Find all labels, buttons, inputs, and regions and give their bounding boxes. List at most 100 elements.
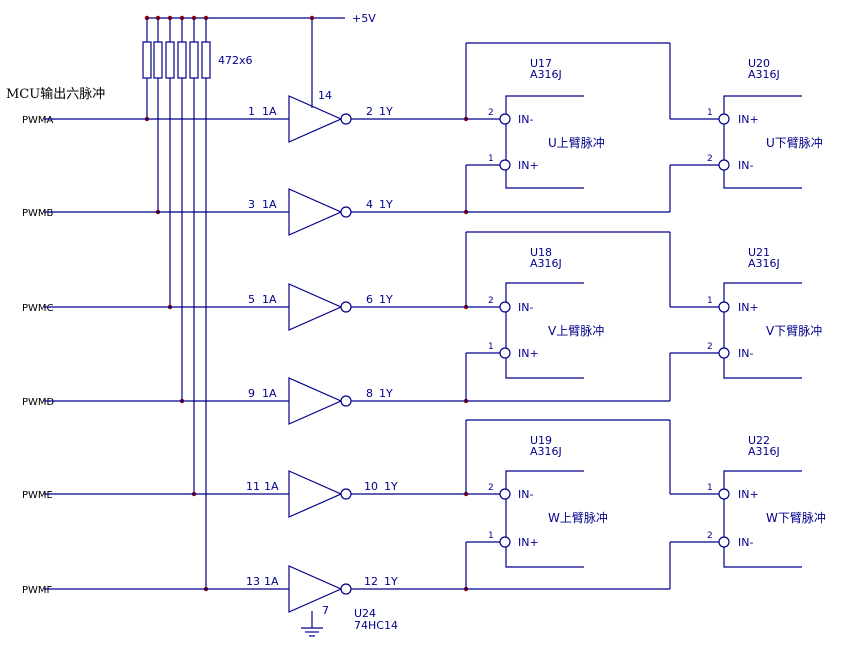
output-pin-label: 1Y bbox=[379, 198, 393, 211]
pin-number: 1 bbox=[488, 154, 494, 164]
output-pin-label: 1Y bbox=[384, 480, 398, 493]
pin-label: IN+ bbox=[518, 536, 539, 549]
lower-pulse-label: U下臂脉冲 bbox=[766, 135, 823, 150]
output-pin-label: 1Y bbox=[379, 387, 393, 400]
pin-number: 1 bbox=[707, 483, 713, 493]
supply-label: +5V bbox=[352, 12, 376, 25]
upper-pulse-label: U上臂脉冲 bbox=[548, 135, 605, 150]
inverter-bubble bbox=[340, 395, 352, 407]
lower-driver-body bbox=[723, 282, 802, 379]
lower-pulse-label: V下臂脉冲 bbox=[766, 323, 822, 338]
upper-driver-part: A316J bbox=[530, 68, 562, 81]
driver-pin-bubble bbox=[499, 301, 511, 313]
driver-pin-bubble bbox=[499, 113, 511, 125]
pin-label: IN+ bbox=[738, 301, 759, 314]
upper-driver-part: A316J bbox=[530, 445, 562, 458]
lower-driver-ref: U20 bbox=[748, 57, 770, 70]
input-pin-number: 9 bbox=[248, 387, 255, 400]
inverter-gate bbox=[288, 565, 343, 613]
pin-number: 2 bbox=[488, 108, 494, 118]
input-pin-label: 1A bbox=[262, 198, 277, 211]
pin-label: IN- bbox=[518, 488, 533, 501]
signal-label: PWMF bbox=[22, 585, 53, 596]
driver-pin-bubble bbox=[499, 536, 511, 548]
pullup-resistor bbox=[165, 41, 175, 79]
upper-driver-part: A316J bbox=[530, 257, 562, 270]
inverter-bubble bbox=[340, 583, 352, 595]
lower-driver-part: A316J bbox=[748, 257, 780, 270]
input-pin-number: 13 bbox=[246, 575, 260, 588]
inverter-gnd-pin: 7 bbox=[322, 604, 329, 617]
pin-label: IN- bbox=[738, 159, 753, 172]
pullup-resistor bbox=[142, 41, 152, 79]
lower-driver-part: A316J bbox=[748, 445, 780, 458]
signal-label: PWMA bbox=[22, 115, 54, 126]
lower-pulse-label: W下臂脉冲 bbox=[766, 510, 826, 525]
input-pin-number: 3 bbox=[248, 198, 255, 211]
pin-label: IN+ bbox=[518, 347, 539, 360]
pin-label: IN- bbox=[738, 536, 753, 549]
inverter-ref: U24 bbox=[354, 607, 376, 620]
input-pin-label: 1A bbox=[264, 480, 279, 493]
resistor-array-label: 472x6 bbox=[218, 54, 253, 67]
inverter-part: 74HC14 bbox=[354, 619, 398, 632]
inverter-bubble bbox=[340, 488, 352, 500]
driver-pin-bubble bbox=[499, 347, 511, 359]
driver-pin-bubble bbox=[718, 301, 730, 313]
output-pin-number: 6 bbox=[366, 293, 373, 306]
signal-label: PWMB bbox=[22, 208, 54, 219]
upper-pulse-label: W上臂脉冲 bbox=[548, 510, 608, 525]
inverter-gate bbox=[288, 283, 343, 331]
driver-pin-bubble bbox=[499, 488, 511, 500]
inverter-bubble bbox=[340, 301, 352, 313]
input-pin-label: 1A bbox=[262, 293, 277, 306]
upper-driver-body bbox=[505, 95, 584, 189]
signal-label: PWMC bbox=[22, 303, 54, 314]
inverter-bubble bbox=[340, 113, 352, 125]
lower-driver-body bbox=[723, 470, 802, 568]
upper-driver-body bbox=[505, 470, 584, 568]
driver-pin-bubble bbox=[718, 347, 730, 359]
mcu-output-label: MCU输出六脉冲 bbox=[6, 86, 105, 102]
pullup-resistor bbox=[201, 41, 211, 79]
driver-pin-bubble bbox=[718, 536, 730, 548]
pin-label: IN- bbox=[518, 301, 533, 314]
lower-driver-body bbox=[723, 95, 802, 189]
input-pin-label: 1A bbox=[262, 387, 277, 400]
output-pin-number: 4 bbox=[366, 198, 373, 211]
upper-driver-ref: U18 bbox=[530, 246, 552, 259]
pin-number: 1 bbox=[488, 531, 494, 541]
pullup-resistor bbox=[177, 41, 187, 79]
inverter-bubble bbox=[340, 206, 352, 218]
output-pin-label: 1Y bbox=[384, 575, 398, 588]
pin-number: 1 bbox=[707, 296, 713, 306]
upper-driver-ref: U17 bbox=[530, 57, 552, 70]
inverter-gate bbox=[288, 377, 343, 425]
pin-number: 2 bbox=[488, 296, 494, 306]
pin-label: IN- bbox=[518, 113, 533, 126]
pin-label: IN- bbox=[738, 347, 753, 360]
pin-label: IN+ bbox=[738, 113, 759, 126]
pullup-resistor bbox=[153, 41, 163, 79]
lower-driver-ref: U21 bbox=[748, 246, 770, 259]
pin-number: 1 bbox=[488, 342, 494, 352]
signal-label: PWMD bbox=[22, 397, 55, 408]
driver-pin-bubble bbox=[718, 113, 730, 125]
pin-label: IN+ bbox=[738, 488, 759, 501]
output-pin-label: 1Y bbox=[379, 105, 393, 118]
pin-number: 2 bbox=[488, 483, 494, 493]
input-pin-label: 1A bbox=[262, 105, 277, 118]
driver-pin-bubble bbox=[718, 488, 730, 500]
output-pin-label: 1Y bbox=[379, 293, 393, 306]
lower-driver-part: A316J bbox=[748, 68, 780, 81]
inverter-vcc-pin: 14 bbox=[318, 89, 332, 102]
input-pin-label: 1A bbox=[264, 575, 279, 588]
upper-driver-ref: U19 bbox=[530, 434, 552, 447]
pin-number: 2 bbox=[707, 342, 713, 352]
inverter-gate bbox=[288, 188, 343, 236]
signal-label: PWME bbox=[22, 490, 53, 501]
input-pin-number: 5 bbox=[248, 293, 255, 306]
inverter-gate bbox=[288, 470, 343, 518]
driver-pin-bubble bbox=[499, 159, 511, 171]
